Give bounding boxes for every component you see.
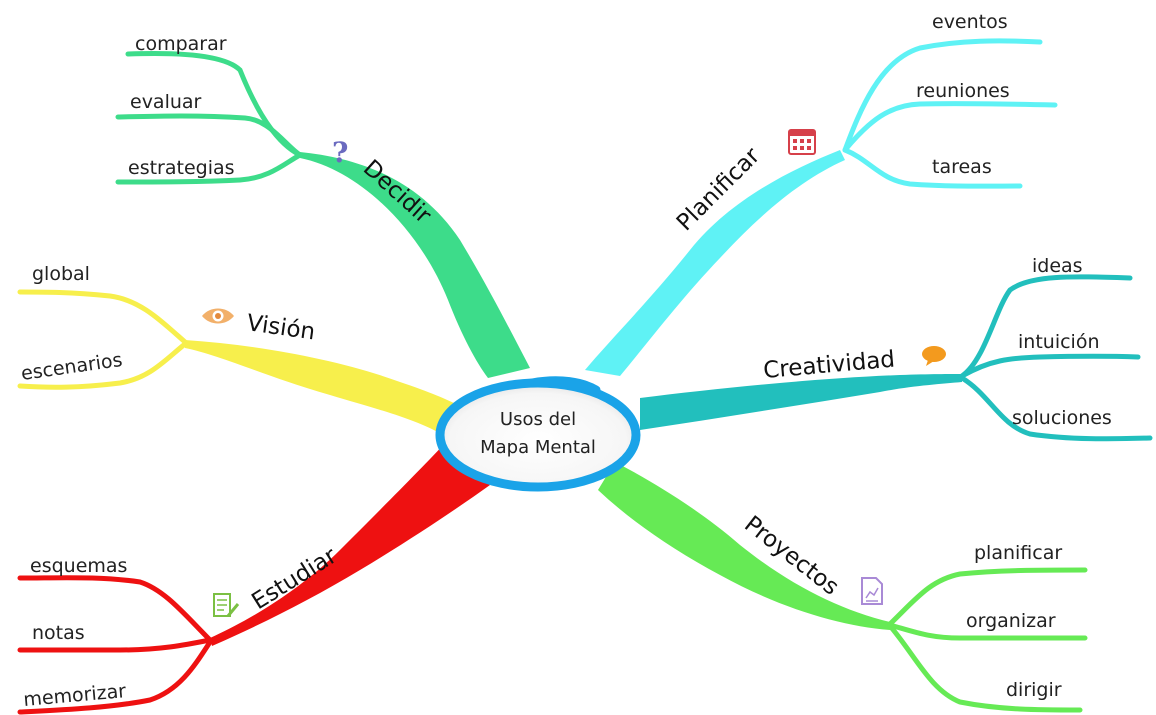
central-node-swirl [527, 376, 601, 395]
proyectos-item-dirigir: dirigir [1006, 679, 1062, 701]
planificar-item-reuniones: reuniones [916, 80, 1010, 102]
proyectos-leaf-line-1 [887, 567, 1088, 627]
decidir-item-estrategias: estrategias [128, 157, 235, 179]
proyectos-item-planificar: planificar [974, 542, 1062, 564]
creatividad-leaf-line-3 [959, 375, 1153, 442]
planificar-item-eventos: eventos [932, 11, 1008, 33]
planificar-leaf-line-3 [842, 147, 1023, 189]
branch-estudiar: esquemas notas memorizar Estudiar [17, 440, 490, 715]
speech-bubble-icon [922, 346, 946, 366]
estudiar-trunk [210, 440, 490, 646]
planificar-leaf-line-1 [842, 38, 1043, 153]
chart-document-icon [861, 577, 883, 605]
branch-planificar: eventos reuniones tareas Planificar [585, 11, 1058, 376]
vision-leaf-line-1 [17, 289, 188, 345]
question-icon: ? [332, 136, 348, 169]
vision-leaf-line-2 [17, 341, 188, 390]
decidir-item-comparar: comparar [135, 33, 227, 55]
branch-decidir: comparar evaluar estrategias Decidir ? [115, 33, 530, 378]
eye-icon [202, 308, 234, 324]
estudiar-leaf-line-3 [17, 639, 213, 715]
proyectos-item-organizar: organizar [966, 610, 1056, 632]
estudiar-leaf-line-2 [17, 637, 213, 653]
central-title-line-2: Mapa Mental [480, 437, 596, 458]
planificar-leaf-line-2 [842, 101, 1058, 153]
proyectos-leaf-line-3 [887, 623, 1083, 713]
creatividad-item-intuicion: intuición [1018, 331, 1099, 353]
creatividad-item-soluciones: soluciones [1012, 407, 1112, 429]
creatividad-leaf-line-2 [959, 353, 1141, 379]
estudiar-item-notas: notas [32, 622, 85, 644]
decidir-leaf-line-3 [115, 152, 303, 185]
vision-item-global: global [32, 263, 90, 285]
branch-proyectos: planificar organizar dirigir Proyectos [598, 462, 1088, 713]
estudiar-leaf-line-1 [17, 575, 213, 643]
proyectos-leaf-line-2 [887, 622, 1088, 641]
vision-item-escenarios: escenarios [20, 349, 124, 385]
estudiar-item-esquemas: esquemas [30, 555, 127, 577]
decidir-trunk [300, 152, 530, 378]
vision-label: Visión [245, 310, 317, 345]
creatividad-leaf-line-1 [959, 274, 1133, 379]
planificar-trunk [585, 150, 845, 376]
decidir-leaf-line-2 [115, 113, 303, 158]
vision-trunk [185, 340, 458, 438]
branch-vision: global escenarios Visión [17, 263, 458, 438]
branch-creatividad: ideas intuición soluciones Creatividad [640, 255, 1153, 442]
creatividad-item-ideas: ideas [1032, 255, 1083, 277]
notepad-icon [213, 593, 240, 617]
calendar-icon [788, 129, 816, 155]
planificar-item-tareas: tareas [932, 156, 992, 178]
central-title-line-1: Usos del [500, 409, 576, 430]
decidir-item-evaluar: evaluar [130, 91, 202, 113]
central-node-ellipse [435, 378, 641, 492]
central-node: Usos del Mapa Mental [435, 376, 641, 492]
proyectos-trunk [598, 462, 890, 630]
creatividad-trunk [640, 374, 962, 430]
